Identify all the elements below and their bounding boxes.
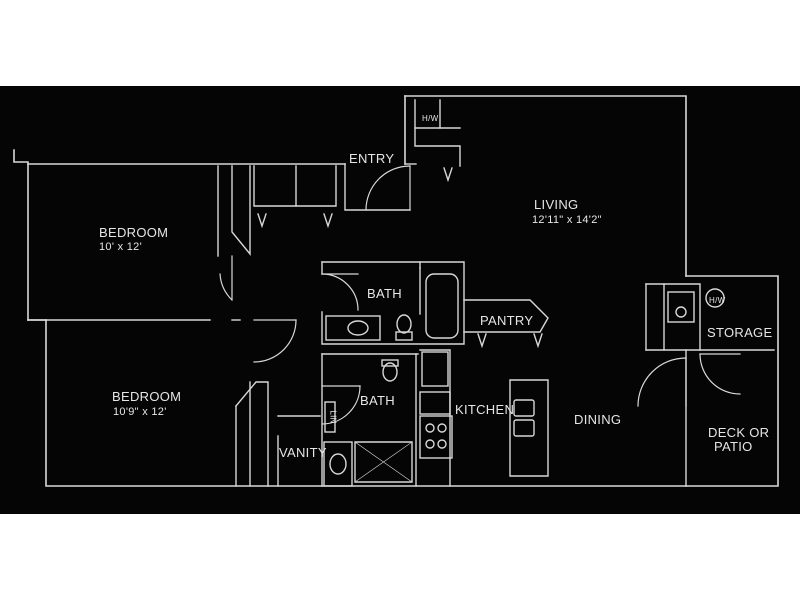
laundry-label: LIN xyxy=(328,410,338,424)
bath2-label: BATH xyxy=(360,393,395,408)
bedroom2-dimensions: 10'9" x 12' xyxy=(113,406,167,418)
bedroom2-label: BEDROOM xyxy=(112,389,182,404)
interior-walls xyxy=(27,99,775,487)
bedroom1-dimensions: 10' x 12' xyxy=(99,241,142,253)
living-dimensions: 12'11" x 14'2" xyxy=(532,214,602,226)
entry-label: ENTRY xyxy=(349,151,395,166)
deck-label-line2: PATIO xyxy=(714,439,753,454)
living-label: LIVING xyxy=(534,197,579,212)
floor-plan: ENTRY H/W LIVING 12'11" x 14'2" BEDROOM … xyxy=(0,86,800,514)
storage-label: STORAGE xyxy=(707,325,773,340)
door-swings xyxy=(219,165,741,425)
kitchen-label: KITCHEN xyxy=(455,402,515,417)
floor-plan-drawing xyxy=(13,95,779,487)
dining-label: DINING xyxy=(574,412,622,427)
hw-storage-label: H/W xyxy=(709,296,726,305)
bedroom1-label: BEDROOM xyxy=(99,225,169,240)
deck-label-line1: DECK OR xyxy=(708,425,770,440)
vanity-label: VANITY xyxy=(279,445,327,460)
bath1-label: BATH xyxy=(367,286,402,301)
hw-closet-label: H/W xyxy=(422,114,439,123)
pantry-label: PANTRY xyxy=(480,313,534,328)
outer-walls xyxy=(13,95,779,487)
closet-door-markers xyxy=(257,167,543,349)
